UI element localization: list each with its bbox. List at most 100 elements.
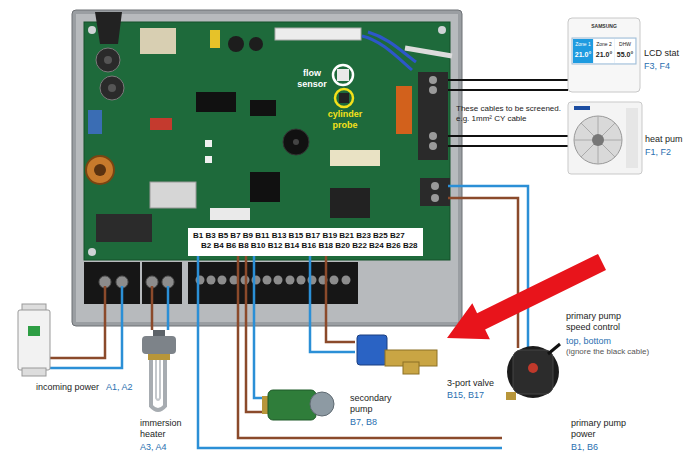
terminal-screw <box>297 276 306 285</box>
text-holder: B1 B3 B5 B7 B9 B11 B13 B15 B17 B19 B21 B… <box>193 231 405 241</box>
lcd-screen <box>572 38 636 64</box>
label-holder: 21.0° <box>594 50 614 59</box>
wire-connector <box>198 256 502 448</box>
screen-panel <box>573 39 593 63</box>
terminal-numbers: B1 B3 B5 B7 B9 B11 B13 B15 B17 B19 B21 B… <box>193 231 405 241</box>
secondary-pump: secondary pumpB7, B8 <box>262 383 405 431</box>
wire <box>326 256 355 342</box>
pin-list: B7, B8 <box>350 417 377 428</box>
screened-cable <box>448 135 568 137</box>
screen-value: 21.0° <box>594 50 614 59</box>
terminal-block <box>418 72 448 160</box>
text-holder: secondary pump <box>350 393 402 415</box>
circuit-breaker <box>18 310 50 370</box>
valve-actuator <box>357 335 387 365</box>
mounting-hole <box>88 248 96 256</box>
wire-connector <box>310 256 355 352</box>
wire <box>246 256 262 412</box>
text-holder: B2 B4 B6 B8 B10 B12 B14 B16 B18 B20 B22 … <box>201 241 418 251</box>
text-holder: F3, F4 <box>644 61 670 72</box>
device-label: primary pump power <box>571 418 636 440</box>
pin-list: B15, B17 <box>447 390 484 401</box>
inductor-core <box>94 164 106 176</box>
terminal-block <box>420 178 450 206</box>
capacitor <box>96 48 120 72</box>
terminal-screw <box>431 194 439 202</box>
heater-wire <box>151 286 154 330</box>
wire <box>238 256 502 438</box>
capacitor-top <box>104 56 112 64</box>
text-holder: heat pum <box>645 134 683 145</box>
valve-port <box>403 362 419 374</box>
circuit-board <box>84 22 450 260</box>
grey-cable <box>405 48 452 56</box>
capacitor <box>249 37 263 51</box>
terminal-screw <box>429 86 437 94</box>
device-label: (ignore the black cable) <box>566 347 649 357</box>
label-holder: SAMSUNG <box>584 23 624 29</box>
capacitor <box>100 76 124 100</box>
screen-panel <box>615 39 635 63</box>
relay <box>150 182 196 208</box>
flow-sensor-connector <box>337 69 349 81</box>
device-label: immersion heater <box>140 418 190 440</box>
power-wire <box>50 286 105 358</box>
label-holder: cylinder probe <box>322 109 368 131</box>
callout-circle <box>333 65 353 85</box>
heat-pump: heat pumF1, F2 <box>568 100 685 176</box>
dip-switch <box>150 118 172 130</box>
text-holder: F1, F2 <box>645 147 671 158</box>
capacitor <box>228 36 244 52</box>
side-panel <box>626 108 638 168</box>
screen-value: 55.0° <box>615 50 635 59</box>
device-label: primary pump speed control <box>566 311 638 333</box>
heater-element <box>156 360 160 400</box>
heater-terminals <box>142 262 182 304</box>
terminal-screw <box>263 276 272 285</box>
power-wire <box>50 286 122 368</box>
heater-element <box>151 360 165 410</box>
brand-mark <box>574 106 590 110</box>
fan-spokes <box>574 116 622 164</box>
text-holder: B7, B8 <box>350 417 377 428</box>
terminal-screw <box>218 276 227 285</box>
terminal-screw <box>429 132 437 140</box>
terminal-numbers: B2 B4 B6 B8 B10 B12 B14 B16 B18 B20 B22 … <box>201 241 418 251</box>
terminal-screw <box>429 76 437 84</box>
terminal-block <box>396 86 412 134</box>
button <box>205 140 212 147</box>
callout-label: flow sensor <box>292 68 332 90</box>
housing-plate <box>76 14 458 322</box>
wire <box>254 256 262 398</box>
heater-gland <box>153 330 165 336</box>
brand-label: SAMSUNG <box>584 23 624 29</box>
label-holder: flow sensor <box>292 68 332 90</box>
pump-front <box>513 350 553 394</box>
device-label: heat pum <box>645 134 683 145</box>
component <box>330 150 380 166</box>
terminal-screw <box>342 276 351 285</box>
screened-cable <box>448 145 568 147</box>
breaker-toggle <box>28 326 40 336</box>
three-port-valve: 3-port valveB15, B17 <box>355 333 497 403</box>
label-holder: 21.0° <box>573 50 593 59</box>
terminal-screw <box>429 142 437 150</box>
text-holder: 3-port valve <box>447 378 494 389</box>
component <box>88 110 102 134</box>
fan-hub <box>592 134 604 146</box>
pin-list: B1, B6 <box>571 442 598 453</box>
heater-thread <box>148 354 170 360</box>
mounting-hole <box>88 26 96 34</box>
heat-pump-unit <box>568 102 642 174</box>
relay <box>96 214 152 242</box>
wire <box>310 256 355 352</box>
chip <box>196 92 236 112</box>
pin-list: A3, A4 <box>140 442 167 453</box>
text-holder: (ignore the black cable) <box>566 347 649 357</box>
fan-grille <box>574 116 622 164</box>
relay <box>330 188 370 218</box>
callout-label: cylinder probe <box>322 109 368 131</box>
cylinder-probe-connector <box>339 93 349 103</box>
